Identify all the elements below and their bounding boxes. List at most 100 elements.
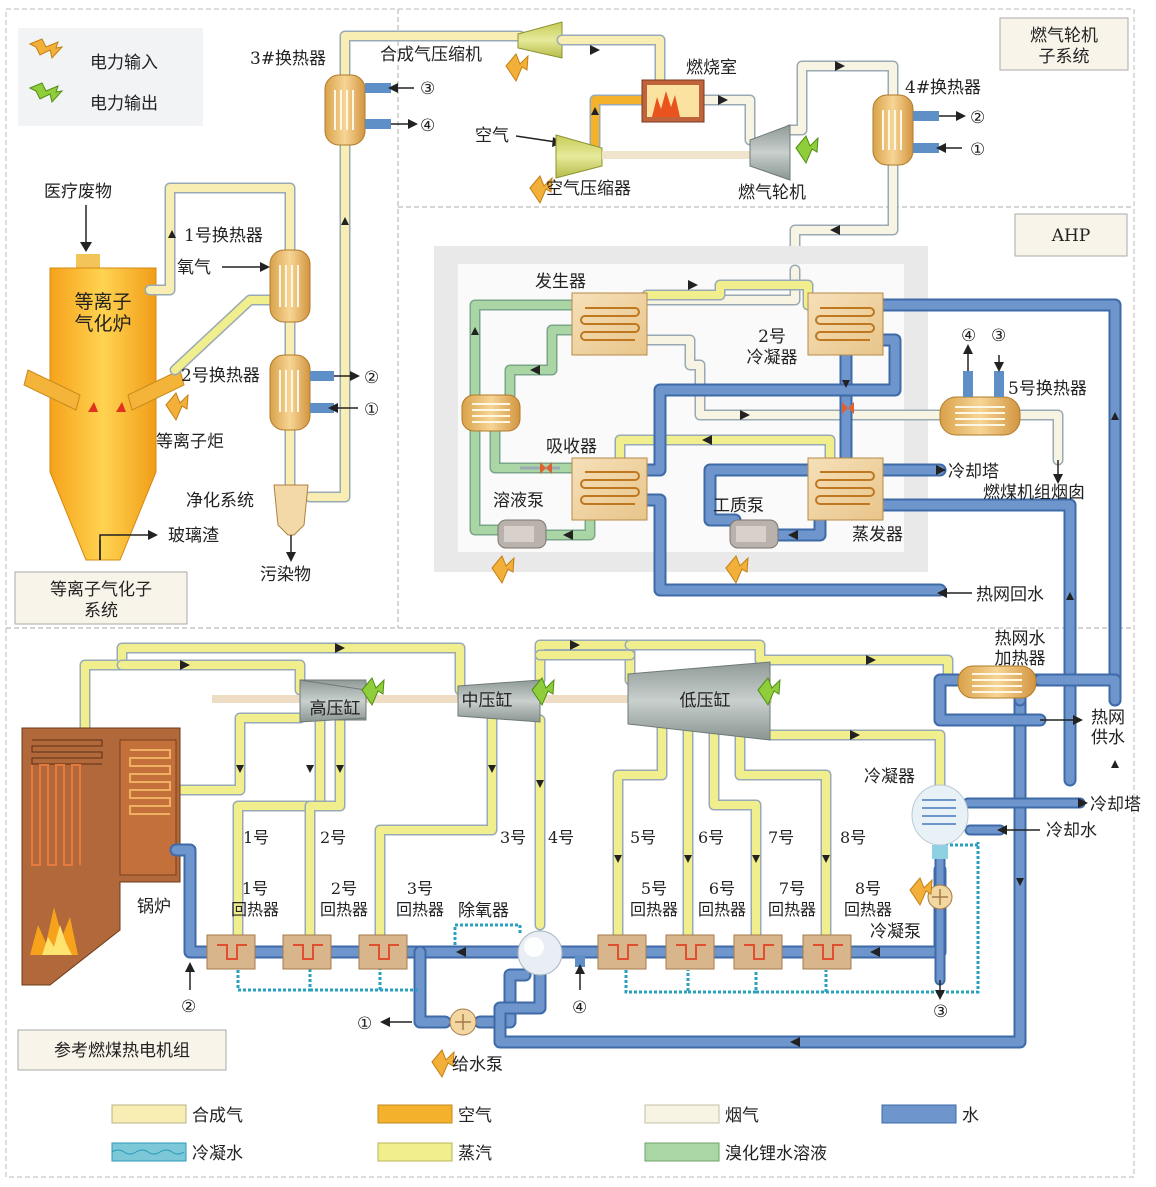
boiler-label: 锅炉	[137, 897, 171, 917]
condensate-pump	[927, 884, 953, 910]
legend-condensate	[111, 1142, 187, 1162]
marker-2-hx4: ②	[970, 108, 985, 128]
hx2-label: 2号换热器	[181, 366, 260, 386]
combustor	[641, 79, 705, 123]
rh3-sub: 回热器	[396, 900, 444, 919]
gasifier-label-2: 气化炉	[74, 313, 131, 335]
marker-2-coal: ②	[181, 997, 196, 1017]
legend-libr	[644, 1142, 720, 1162]
air-comp-label: 空气压缩器	[546, 179, 631, 199]
marker-1-coal: ①	[357, 1014, 372, 1034]
lp-label: 低压缸	[680, 690, 731, 711]
ext-label-6: 6号	[698, 828, 724, 847]
rh8-sub: 回热器	[844, 900, 892, 919]
legend-steam	[377, 1142, 453, 1162]
work-pump-power-icon	[725, 555, 749, 585]
throttle-valve-icon	[540, 462, 552, 474]
ext-label-5: 5号	[630, 828, 656, 847]
feed-pump-power-icon	[431, 1049, 455, 1079]
legend-condensate-label: 冷凝水	[192, 1144, 243, 1164]
deaerator	[517, 930, 563, 976]
ahp-subsystem-label: AHP	[1051, 226, 1091, 246]
coal-cooling-tower-label: 冷却塔	[1090, 795, 1141, 815]
ip-power-out-icon	[531, 677, 555, 707]
cond2-label-1: 2号	[758, 327, 786, 347]
marker-3-hx3: ③	[420, 79, 435, 99]
plasma-subsystem-label-1: 等离子气化子	[50, 580, 152, 600]
gt-subsystem-label-2: 子系统	[1039, 47, 1090, 67]
purification-system	[273, 484, 309, 536]
marker-3-hx5: ③	[991, 326, 1006, 346]
regenerator-1	[206, 934, 256, 970]
rh6-label: 6号	[709, 879, 735, 898]
air-label: 空气	[475, 126, 509, 146]
power-in-label: 电力输入	[90, 53, 158, 73]
regenerator-3	[358, 934, 408, 970]
rh7-sub: 回热器	[768, 900, 816, 919]
steam-condenser	[911, 784, 969, 859]
air-compressor	[555, 134, 603, 179]
lp-power-out-icon	[757, 677, 781, 707]
rh2-label: 2号	[331, 879, 357, 898]
oxygen-label: 氧气	[177, 258, 211, 278]
slag-label: 玻璃渣	[168, 526, 219, 546]
generator-label: 发生器	[535, 272, 586, 292]
air-comp-power-icon	[529, 175, 553, 205]
rh2-sub: 回热器	[320, 900, 368, 919]
ip-label: 中压缸	[462, 690, 513, 711]
hx1	[269, 249, 311, 323]
plasma-gasifier	[23, 254, 185, 561]
legend-air-label: 空气	[458, 1106, 492, 1126]
rh5-sub: 回热器	[630, 900, 678, 919]
ext-label-4: 4号	[548, 828, 574, 847]
marker-2-plasma: ②	[364, 368, 379, 388]
sol-pump-label: 溶液泵	[493, 491, 544, 511]
hx1-label: 1号换热器	[184, 226, 263, 246]
hx4-label: 4#换热器	[905, 78, 981, 98]
feed-pump-label: 给水泵	[452, 1055, 503, 1075]
torch-label: 等离子炬	[156, 432, 224, 452]
plasma-subsystem-label-2: 系统	[84, 601, 118, 621]
syngas-compressor	[517, 21, 563, 59]
ext-label-8: 8号	[840, 828, 866, 847]
legend-water	[881, 1104, 957, 1124]
marker-4-coal: ④	[572, 998, 587, 1018]
marker-4-hx3: ④	[420, 116, 435, 136]
feed-pump	[449, 1008, 477, 1036]
rh5-label: 5号	[641, 879, 667, 898]
gas-turbine-power-out-icon	[795, 135, 819, 165]
working-pump	[729, 519, 779, 549]
pollutant-label: 污染物	[260, 565, 311, 585]
plasma-torch-power-icon	[165, 392, 189, 422]
solution-pump	[497, 519, 547, 549]
evaporator	[807, 457, 884, 521]
return-water-label: 热网回水	[976, 585, 1044, 605]
cond-pump-power-icon	[909, 877, 933, 907]
condenser-label: 冷凝器	[864, 767, 915, 787]
syngas-comp-power-icon	[505, 53, 529, 83]
syngas-comp-label: 合成气压缩机	[380, 45, 482, 65]
rh8-label: 8号	[855, 879, 881, 898]
regenerator-5	[597, 934, 647, 970]
cond-pump-label: 冷凝泵	[870, 922, 921, 942]
hx3	[324, 74, 366, 146]
heater-net-label-2: 加热器	[995, 649, 1046, 669]
hp-turbine	[299, 679, 367, 723]
supply-label-1: 热网	[1091, 708, 1125, 728]
supply-label-2: 供水	[1091, 728, 1125, 748]
marker-3-coal: ③	[933, 1002, 948, 1022]
regenerator-6	[665, 934, 715, 970]
gas-turbine-label: 燃气轮机	[738, 183, 806, 203]
marker-4-hx5: ④	[961, 326, 976, 346]
solution-heat-exchanger	[461, 394, 521, 432]
legend-syngas-label: 合成气	[192, 1106, 243, 1126]
gt-subsystem-box	[999, 17, 1129, 71]
heat-network-heater	[957, 665, 1037, 699]
legend-water-label: 水	[962, 1106, 979, 1126]
rh1-sub: 回热器	[231, 900, 279, 919]
work-pump-label: 工质泵	[713, 496, 764, 516]
throttle-valve-2-icon	[842, 402, 854, 414]
deaerator-label: 除氧器	[458, 901, 509, 921]
